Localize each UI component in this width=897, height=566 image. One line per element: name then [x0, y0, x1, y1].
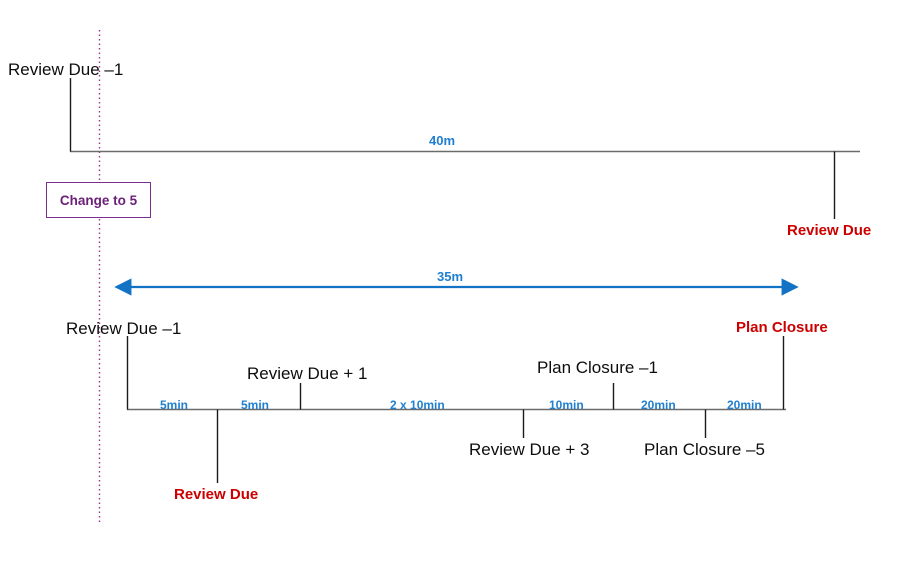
bottom-segment-label-3: 2 x 10min	[390, 398, 445, 412]
change-to-5-callout-label: Change to 5	[59, 192, 138, 208]
top-span-label-40m: 40m	[429, 133, 456, 148]
bottom-milestone-review-due-minus-1: Review Due –1	[66, 319, 182, 338]
bottom-milestone-review-due-plus-3: Review Due + 3	[469, 440, 590, 459]
bottom-milestone-plan-closure: Plan Closure	[736, 319, 828, 336]
range-arrow-label-35m: 35m	[437, 269, 464, 284]
bottom-segment-label-4: 10min	[549, 398, 584, 412]
bottom-segment-label-1: 5min	[160, 398, 189, 412]
top-end-label-review-due: Review Due	[787, 222, 872, 239]
bottom-segment-label-6: 20min	[727, 398, 762, 412]
change-to-5-callout[interactable]: Change to 5	[46, 182, 151, 218]
bottom-segment-label-5: 20min	[641, 398, 676, 412]
bottom-milestone-plan-closure-minus-1: Plan Closure –1	[537, 358, 658, 377]
bottom-milestone-plan-closure-minus-5: Plan Closure –5	[644, 440, 765, 459]
top-start-label-review-due-minus-1: Review Due –1	[8, 60, 124, 79]
bottom-milestone-review-due-plus-1: Review Due + 1	[247, 364, 368, 383]
bottom-milestone-review-due: Review Due	[174, 486, 259, 503]
bottom-segment-label-2: 5min	[241, 398, 270, 412]
